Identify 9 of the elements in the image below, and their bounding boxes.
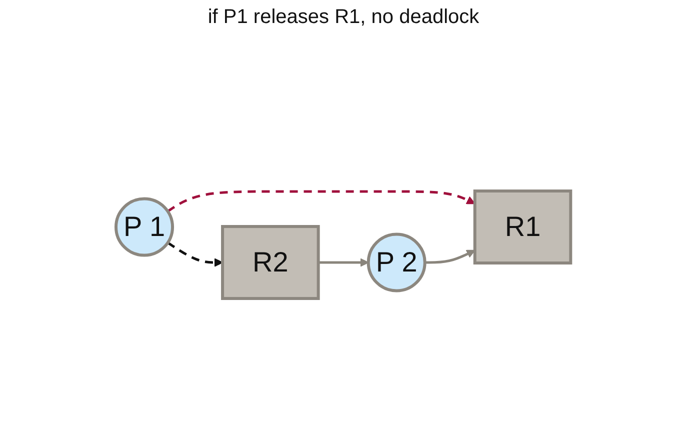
arrow <box>167 190 476 213</box>
arrow <box>425 250 476 264</box>
arrow <box>318 258 369 268</box>
node-box: R1 <box>474 190 572 265</box>
note-text: if P1 releases R1, no deadlock <box>206 6 480 29</box>
arrow <box>167 242 224 268</box>
node-box: R2 <box>221 225 320 300</box>
node-circle: P 2 <box>367 232 427 293</box>
node-circle: P 1 <box>114 197 174 258</box>
